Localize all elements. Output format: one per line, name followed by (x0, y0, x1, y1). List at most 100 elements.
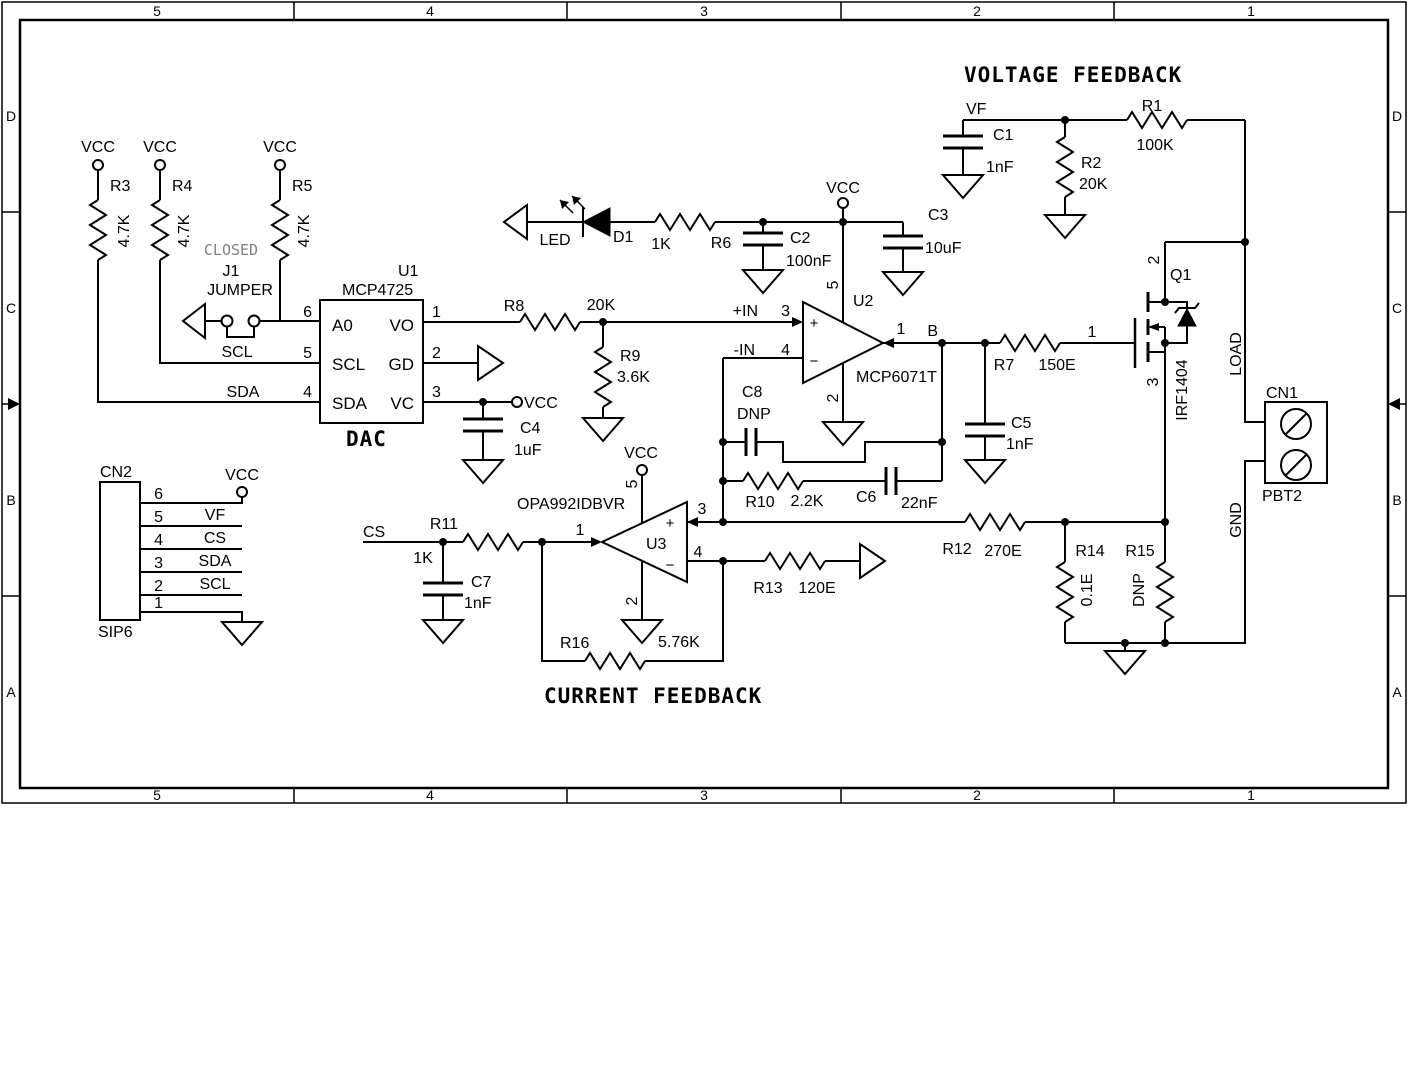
vcc-label: VCC (143, 139, 177, 156)
j1-ref-label: J1 (223, 263, 240, 280)
u1-pin-gd: GD (389, 355, 415, 374)
r5-ref-label: R5 (292, 178, 313, 195)
r14-value-label: 0.1E (1079, 574, 1096, 607)
u3-pin2-num: 2 (624, 596, 641, 605)
resistor-r11 (462, 532, 524, 552)
u2-minus-sign: − (810, 353, 819, 370)
cs-net-label: CS (204, 530, 226, 547)
resistor-r9 (593, 346, 613, 408)
u2-pin3-num: 3 (781, 303, 790, 320)
wires (140, 497, 243, 622)
r9-value-label: 3.6K (617, 369, 650, 386)
border-col-label: 2 (973, 787, 981, 803)
scl-net-label: SCL (221, 344, 252, 361)
wires (205, 320, 320, 338)
junction-dot (759, 218, 767, 226)
capacitor-c7 (423, 581, 463, 597)
cn2-pin-num: 6 (154, 486, 163, 503)
capacitor-c6 (884, 467, 898, 495)
vcc-label: VCC (524, 395, 558, 412)
gnd-arrow-icon (502, 203, 528, 241)
j1-type-label: JUMPER (207, 282, 273, 299)
wires (423, 321, 793, 460)
junction-dot (719, 518, 727, 526)
q1-body-diode-icon (1177, 307, 1197, 327)
junction-dot (479, 398, 487, 406)
c7-ref-label: C7 (471, 574, 492, 591)
r13-value-label: 120E (798, 580, 835, 597)
c4-ref-label: C4 (520, 420, 541, 437)
c2-value-label: 100nF (786, 253, 832, 270)
c7-value-label: 1nF (464, 595, 492, 612)
u1-pin3-num: 3 (432, 384, 441, 401)
border-row-label: D (6, 108, 16, 124)
resistor-r7 (999, 333, 1061, 353)
gnd-arrow-icon (181, 301, 206, 341)
resistor-r14 (1055, 561, 1075, 623)
capacitor-c5 (965, 422, 1005, 438)
border-right-arrow-icon (1388, 398, 1400, 410)
vcc-terminal-icon (154, 159, 166, 171)
capacitor-c4 (463, 417, 503, 433)
resistor-r4 (150, 199, 170, 261)
gnd-symbol-icon (1102, 650, 1148, 676)
c5-value-label: 1nF (1006, 436, 1034, 453)
led-diode-icon (581, 207, 611, 237)
cn1-screw-terminal (1280, 408, 1312, 440)
u2-pin4-num: 4 (781, 342, 790, 359)
u2-out-arrowhead-icon (883, 338, 894, 348)
border-left-arrow-icon (8, 398, 20, 410)
q1-source-pin-num: 3 (1145, 377, 1162, 386)
border-col-label: 1 (1247, 787, 1255, 803)
gnd-symbol-icon (580, 417, 626, 443)
cn2-pin-num: 2 (154, 578, 163, 595)
u3-pin5-num: 5 (624, 479, 641, 488)
u3-pin4-num: 4 (694, 544, 703, 561)
r16-ref-label: R16 (560, 635, 589, 652)
cn1-part-label: PBT2 (1262, 488, 1302, 505)
border-col-label: 3 (700, 787, 708, 803)
q1-drain-pin-num: 2 (1146, 255, 1163, 264)
q1-substrate-arrow-icon (1148, 323, 1159, 331)
c6-value-label: 22nF (901, 495, 938, 512)
sda-net-label: SDA (199, 553, 232, 570)
cn2-ref-label: CN2 (100, 464, 132, 481)
junction-dot (1241, 238, 1249, 246)
u1-pin5-num: 5 (303, 345, 312, 362)
r15-value-label: DNP (1131, 573, 1148, 607)
capacitor-c1 (943, 134, 983, 150)
u1-pin-vo: VO (389, 316, 414, 335)
q1-gate-pin-num: 1 (1088, 324, 1097, 341)
gnd-symbol-icon (880, 271, 926, 297)
cn2-pin-num: 3 (154, 555, 163, 572)
c3-value-label: 10uF (925, 240, 962, 257)
resistor-r1 (1126, 110, 1188, 130)
u2-ref-label: U2 (853, 293, 874, 310)
r15-ref-label: R15 (1125, 543, 1154, 560)
vcc-label: VCC (225, 467, 259, 484)
u3-pin1-num: 1 (576, 522, 585, 539)
gnd-symbol-icon (420, 619, 466, 645)
vcc-label: VCC (81, 139, 115, 156)
gnd-symbol-icon (962, 459, 1008, 485)
u3-inp-arrowhead-icon (687, 517, 698, 527)
u2-inp-arrowhead-icon (792, 317, 803, 327)
gnd-symbol-icon (740, 269, 786, 295)
r9-ref-label: R9 (620, 348, 641, 365)
border-col-label: 4 (426, 3, 434, 19)
power-stage: 1 2 3 Q1 IRF1404 LOAD GND CN1 PBT2 R14 0… (1055, 120, 1328, 676)
load-net-label: LOAD (1228, 332, 1245, 376)
u1-pin-vc: VC (390, 394, 414, 413)
wires (1064, 120, 1265, 651)
pullup-resistors: VCC VCC VCC R3 4.7K R4 4.7K R5 4.7K (81, 139, 320, 403)
border-row-label: C (1392, 300, 1402, 316)
junction-dot (719, 438, 727, 446)
junction-dot (839, 218, 847, 226)
border-col-label: 3 (700, 3, 708, 19)
border-column-dividers (293, 2, 1115, 803)
r14-ref-label: R14 (1075, 543, 1104, 560)
cs-net-label: CS (363, 524, 385, 541)
u3-minus-sign: − (666, 557, 675, 574)
c1-value-label: 1nF (986, 159, 1014, 176)
junction-dot (538, 538, 546, 546)
